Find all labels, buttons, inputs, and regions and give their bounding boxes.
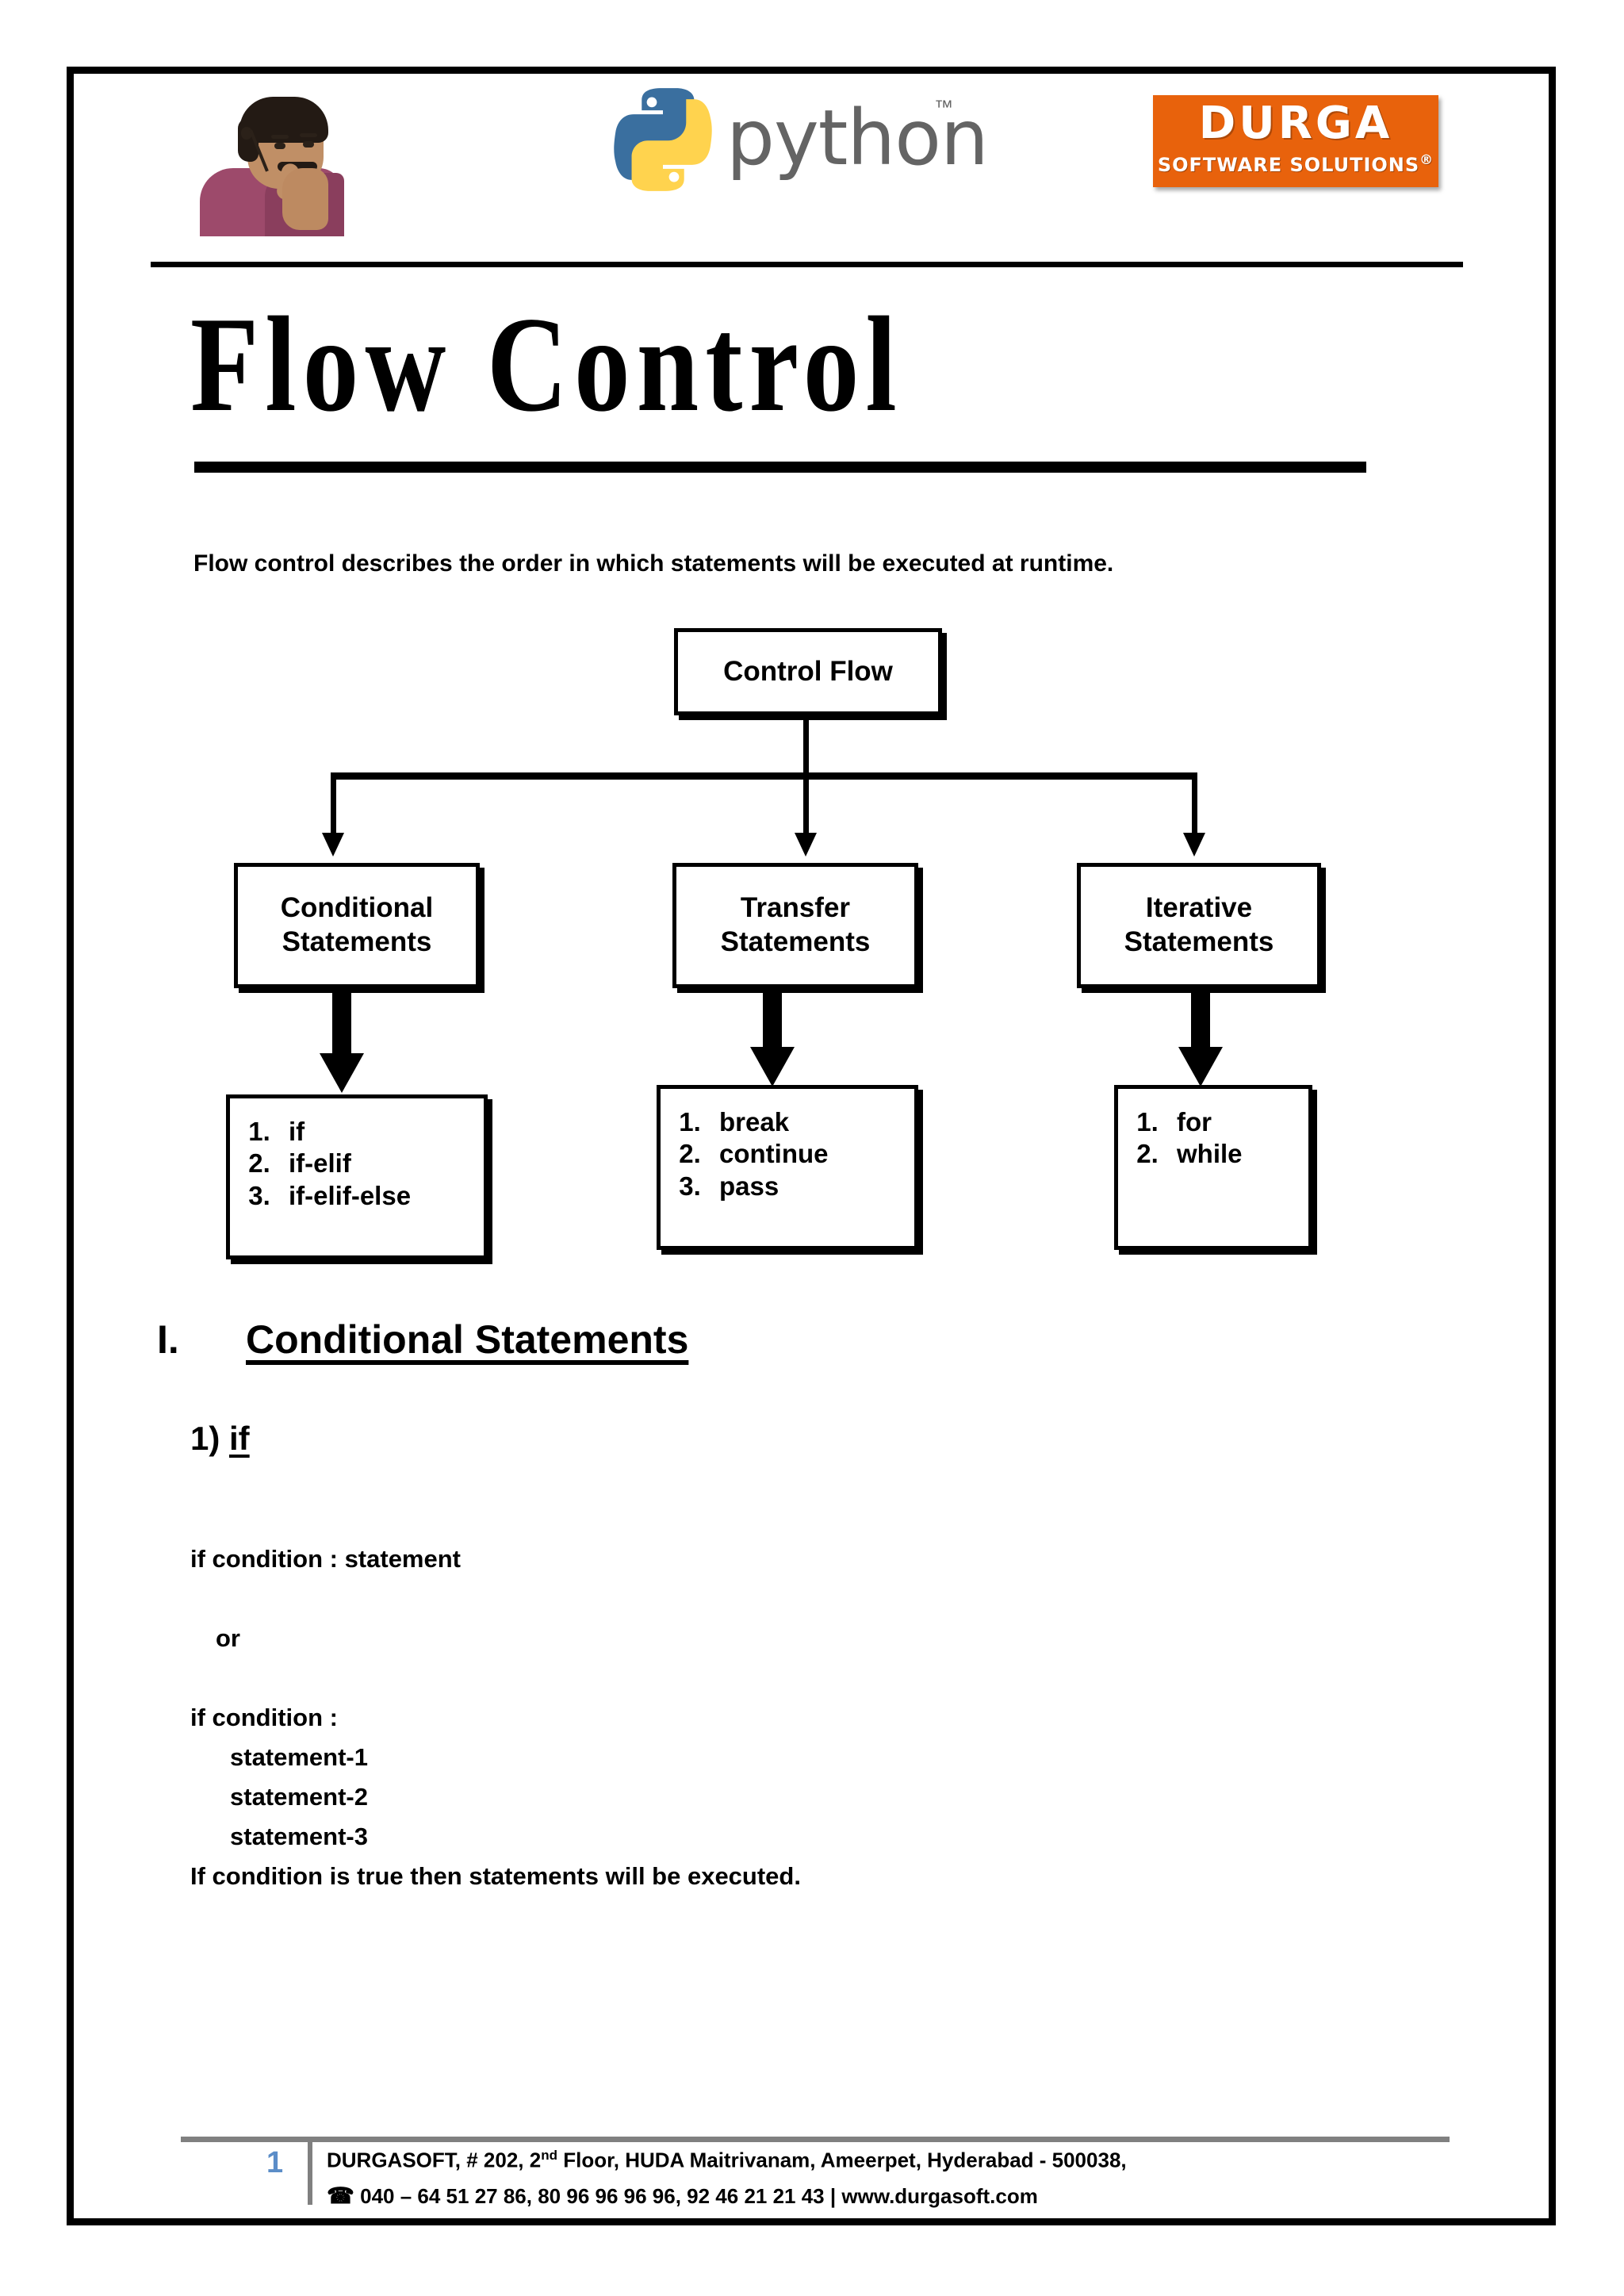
title-underline (194, 462, 1366, 473)
arrowhead-left-icon (322, 833, 344, 857)
connector-thick-left (332, 988, 351, 1055)
syntax-line-if-block: if condition : (190, 1704, 338, 1731)
python-logo: python ™ (607, 84, 989, 235)
footer-address: DURGASOFT, # 202, 2nd Floor, HUDA Maitri… (327, 2148, 1127, 2173)
syntax-line-if-inline: if condition : statement (190, 1545, 461, 1573)
connector-root-trunk (803, 715, 809, 777)
subsection-heading-if: 1) if (190, 1420, 250, 1458)
registered-trademark-icon: ® (1419, 152, 1434, 168)
photo-eye-left (274, 143, 285, 149)
footer-address-suffix: Floor, HUDA Maitrivanam, Ameerpet, Hyder… (557, 2148, 1127, 2172)
diagram-leaf-conditional-list: if if-elif if-elif-else (226, 1094, 488, 1259)
arrowhead-thick-middle-icon (750, 1047, 795, 1087)
connector-horizontal-bus (331, 772, 1197, 780)
syntax-line-or: or (216, 1624, 240, 1652)
arrowhead-right-icon (1183, 833, 1205, 857)
footer-contact: ☎ 040 – 64 51 27 86, 80 96 96 96 96, 92 … (327, 2183, 1038, 2209)
arrowhead-thick-right-icon (1178, 1047, 1223, 1087)
list-item: for (1166, 1106, 1308, 1138)
durga-subtitle: SOFTWARE SOLUTIONS® (1153, 152, 1438, 176)
python-snake-icon (614, 88, 712, 191)
diagram-node-control-flow: Control Flow (674, 628, 942, 715)
syntax-line-statement-3: statement-3 (230, 1823, 368, 1850)
footer-contact-text: 040 – 64 51 27 86, 80 96 96 96 96, 92 46… (360, 2184, 1038, 2208)
durga-logo: DURGA SOFTWARE SOLUTIONS® (1153, 95, 1438, 187)
connector-thick-middle (763, 988, 782, 1048)
photo-eyebrow-left (271, 135, 289, 139)
section-heading-text: Conditional Statements (246, 1317, 689, 1362)
page-title: Flow Control (190, 289, 903, 440)
list-item: break (708, 1106, 914, 1138)
list-item: pass (708, 1171, 914, 1202)
photo-hand (282, 168, 328, 230)
durga-subtitle-text: SOFTWARE SOLUTIONS (1157, 154, 1420, 176)
intro-paragraph: Flow control describes the order in whic… (193, 550, 1114, 577)
connector-thick-right (1191, 988, 1210, 1048)
connector-branch-left (331, 772, 336, 836)
connector-branch-middle (803, 772, 809, 836)
section-numeral: I. (157, 1317, 179, 1362)
phone-icon: ☎ (327, 2183, 354, 2208)
subsection-heading-text: if (229, 1420, 250, 1457)
photo-eye-right (303, 141, 314, 148)
list-item: while (1166, 1138, 1308, 1170)
transfer-statement-list: break continue pass (681, 1106, 914, 1202)
list-item: if-elif-else (278, 1180, 484, 1212)
python-wordmark: python (726, 94, 989, 182)
footer-vertical-divider (308, 2137, 312, 2205)
syntax-line-statement-1: statement-1 (230, 1743, 368, 1771)
photo-eyebrow-right (300, 133, 317, 137)
syntax-line-statement-2: statement-2 (230, 1783, 368, 1811)
arrowhead-middle-icon (795, 833, 817, 857)
list-item: if (278, 1116, 484, 1148)
list-item: if-elif (278, 1148, 484, 1179)
arrowhead-thick-left-icon (320, 1053, 364, 1093)
python-trademark-icon: ™ (934, 97, 953, 118)
section-heading-conditional-statements: I. Conditional Statements (157, 1317, 688, 1363)
iterative-statement-list: for while (1139, 1106, 1308, 1171)
diagram-leaf-iterative-list: for while (1114, 1085, 1312, 1250)
syntax-description: If condition is true then statements wil… (190, 1862, 801, 1890)
connector-branch-right (1192, 772, 1197, 836)
header-divider (151, 262, 1463, 267)
footer-address-ordinal: nd (541, 2148, 557, 2163)
diagram-leaf-transfer-list: break continue pass (657, 1085, 918, 1250)
instructor-photo (189, 86, 347, 236)
footer-divider (181, 2137, 1450, 2142)
subsection-number: 1) (190, 1420, 230, 1457)
durga-wordmark: DURGA (1153, 102, 1438, 146)
page-number: 1 (266, 2146, 284, 2179)
footer-address-prefix: DURGASOFT, # 202, 2 (327, 2148, 542, 2172)
conditional-statement-list: if if-elif if-elif-else (251, 1116, 484, 1212)
list-item: continue (708, 1138, 914, 1170)
node-label: Control Flow (723, 655, 893, 687)
document-header: python ™ DURGA SOFTWARE SOLUTIONS® (155, 79, 1464, 246)
